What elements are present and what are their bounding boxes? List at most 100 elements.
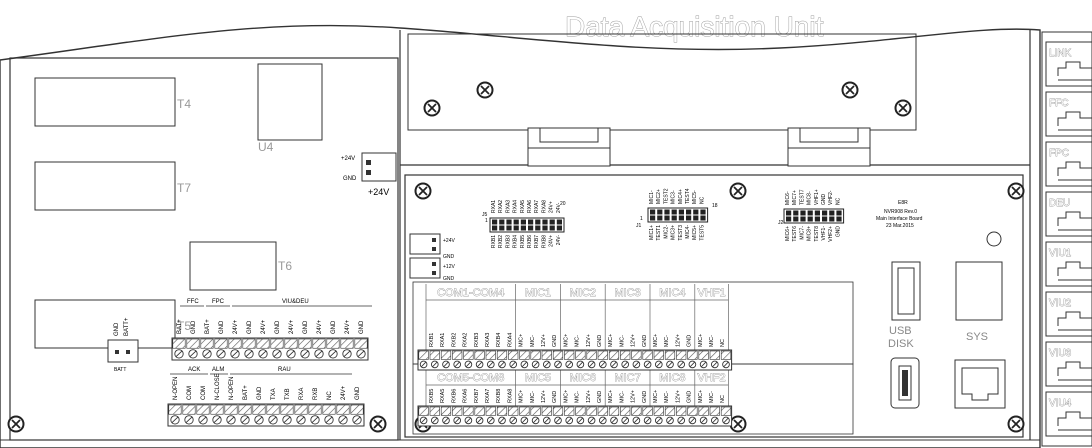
lower-pin-label: GND (687, 391, 693, 403)
upper-terminal (709, 350, 720, 369)
lower-pin-label: RXB6 (451, 389, 457, 403)
upper-pin-label: MIC+ (653, 334, 659, 347)
upper-terminal (440, 350, 452, 369)
left-upper-terminal (172, 338, 186, 359)
lower-terminal (519, 406, 530, 425)
left-lower-pin-label: GND (355, 386, 361, 400)
j1-bottom-pin-label: MIC2- (663, 225, 669, 239)
left-lower-pin-label: BAT+ (243, 385, 249, 400)
j2-top-pin-label: TEST7 (799, 189, 805, 205)
upper-pin-label: MIC- (575, 335, 581, 347)
left-lower-pin-label: N-OPEN (173, 377, 179, 400)
left-upper-pin-label: 24V+ (317, 319, 323, 334)
board-info-line3: 23 Mar.2015 (886, 223, 914, 229)
header-j5-name: J5 (482, 212, 488, 218)
upper-pin-label: RXB4 (496, 333, 502, 347)
lower-pin-label: MIC- (619, 391, 625, 403)
j1-bottom-pin-label: MIC1+ (649, 225, 655, 240)
left-lower-terminal (336, 404, 350, 425)
batt-label: BATT (114, 367, 126, 373)
upper-terminal (631, 350, 642, 369)
upper-pin-label: 12V+ (586, 334, 592, 347)
j5-bottom-pin-label: RXB8 (541, 235, 547, 248)
left-lower-pin-label: COM (187, 386, 193, 400)
power-input-12v: +12V (443, 264, 455, 270)
upper-terminal (474, 350, 485, 369)
left-upper-pin-label: GND (275, 320, 281, 334)
lower-group-label: VHF2 (698, 372, 726, 384)
j2-top-pin-label: MIC7+ (792, 190, 798, 205)
upper-group-label: MIC2 (570, 287, 596, 299)
upper-pin-label: RXB3 (474, 333, 480, 347)
screw-icon (841, 81, 859, 99)
left-lower-terminal-block (167, 403, 365, 427)
upper-terminal (698, 350, 709, 369)
left-upper-pin-label: GND (247, 320, 253, 334)
power-top-plus: +24V (341, 156, 355, 162)
lower-terminal (508, 406, 519, 425)
lower-pin-label: RXA5 (440, 389, 446, 403)
lower-terminal (429, 406, 440, 425)
left-lower-pin-label: RXA (299, 388, 305, 400)
lower-terminal (608, 406, 620, 425)
j5-top-pin-label: RXA7 (534, 200, 540, 213)
right-port: VIU1 (1045, 241, 1092, 287)
upper-pin-label: RXA2 (463, 333, 469, 347)
upper-terminal (485, 350, 496, 369)
upper-terminal (720, 350, 732, 369)
upper-terminal-block (417, 349, 733, 371)
j5-bottom-pin-label: RXB5 (520, 235, 526, 248)
lower-pin-label: GND (642, 391, 648, 403)
screw-icon (369, 415, 387, 433)
left-upper-group-fpc: FPC (212, 299, 225, 305)
left-upper-pin-label: GND (359, 320, 365, 334)
screw-icon (894, 99, 912, 117)
left-lower-pin-label: N-OPEN (229, 377, 235, 400)
upper-pin-label: MIC- (664, 335, 670, 347)
left-lower-pin-label: N-CLOSE (215, 373, 221, 400)
left-lower-terminal (210, 404, 224, 425)
lower-terminal (440, 406, 452, 425)
j1-bottom-pin-label: MIC5+ (692, 225, 698, 240)
left-upper-terminal (200, 338, 214, 359)
board-info-line1: NVR908 Rev.0 (884, 209, 917, 215)
left-upper-group-viu-deu: VIU&DEU (282, 299, 309, 305)
header-j5-pin-start: 1 (485, 218, 488, 224)
left-lower-group-rau: RAU (278, 367, 291, 373)
lower-terminal (552, 406, 564, 425)
upper-pin-label: MIC+ (698, 334, 704, 347)
upper-terminal (452, 350, 463, 369)
left-upper-terminal (186, 338, 200, 359)
upper-mounting-plate (407, 33, 917, 131)
lower-pin-label: 12V+ (541, 390, 547, 403)
screw-icon (414, 182, 432, 200)
left-lower-terminal (238, 404, 252, 425)
left-lower-pin-label: TXB (285, 388, 291, 400)
lower-terminal (698, 406, 709, 425)
j1-bottom-pin-label: MIC4- (685, 225, 691, 239)
batt-plus-label: BATT+ (124, 317, 130, 336)
lower-pin-label: GND (552, 391, 558, 403)
left-upper-pin-label: 24V+ (261, 319, 267, 334)
transformer-t4 (34, 77, 176, 127)
upper-terminal (575, 350, 586, 369)
j5-bottom-pin-label: RXB4 (513, 235, 519, 248)
j5-top-pin-label: RXA4 (513, 200, 519, 213)
j5-top-pin-label: RXA5 (520, 200, 526, 213)
j1-top-pin-label: MIC2+ (656, 189, 662, 204)
lower-group-label: MIC6 (570, 372, 596, 384)
lower-pin-label: MIC+ (563, 390, 569, 403)
left-lower-pin-label: TXA (271, 388, 277, 400)
lower-pin-label: GND (597, 391, 603, 403)
upper-terminal (418, 350, 429, 369)
right-port: FPC (1045, 141, 1092, 187)
board-ref: E8R (898, 200, 908, 206)
left-lower-pin-label: COM (201, 386, 207, 400)
lower-pin-label: 12V+ (675, 390, 681, 403)
lower-terminal (541, 406, 552, 425)
upper-terminal (508, 350, 519, 369)
